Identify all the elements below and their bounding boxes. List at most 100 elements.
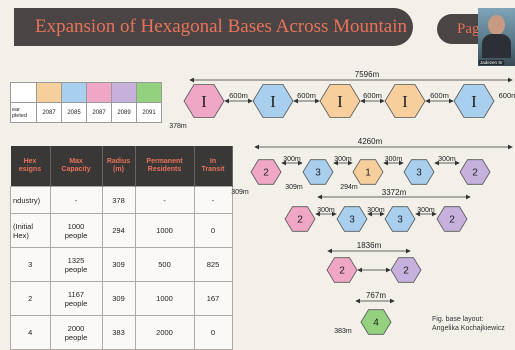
completion-year-table: ear pleted 2087 2085 2087 2089 2091 xyxy=(10,82,162,123)
table-cell: 2 xyxy=(10,281,51,316)
table-cell: (Initial Hex) xyxy=(10,213,51,248)
color-swatch-2 xyxy=(61,82,87,103)
row2-hex-1-label: 2 xyxy=(263,168,269,179)
figure-caption: Fig. base layout: Angelika Kochajkiewicz xyxy=(432,315,505,333)
webcam-person-body xyxy=(482,34,511,58)
row3-hex-1-label: 2 xyxy=(297,215,303,226)
table-row: 3 1325 people 309 500 825 xyxy=(10,247,233,282)
row3-hex-4-label: 2 xyxy=(449,215,455,226)
table-cell: 0 xyxy=(193,213,233,248)
row5-hex-1-label: 4 xyxy=(373,318,379,329)
row2-gap-label: 300m xyxy=(385,156,403,163)
industry-hex-3 xyxy=(319,84,361,118)
year-cell: 2091 xyxy=(136,102,162,123)
table-cell: 309 xyxy=(101,281,136,316)
title-banner: Expansion of Hexagonal Bases Across Moun… xyxy=(14,8,413,46)
col-header-residents: Permanent Residents xyxy=(135,146,195,187)
row1-gap-label: 600m xyxy=(430,91,449,100)
table-cell: 309 xyxy=(101,247,136,282)
webcam-person-head xyxy=(488,15,505,35)
row3-hex-3-label: 3 xyxy=(397,215,403,226)
dim-378-label: 378m xyxy=(169,123,187,130)
caption-line-2: Angelika Kochajkiewicz xyxy=(432,325,505,332)
industry-hex-1 xyxy=(183,84,225,118)
page-tab-label: Pag xyxy=(457,20,480,37)
table-cell: 500 xyxy=(134,247,195,282)
table-cell: ndustry) xyxy=(10,186,51,214)
table-cell: 825 xyxy=(193,247,233,282)
row1-gap-label: 600m xyxy=(363,91,382,100)
webcam-name: Jadezen Sr xyxy=(479,60,504,65)
row3-hex-4 xyxy=(436,206,468,232)
dim-309-label: 309m xyxy=(231,189,249,196)
dim-767-label: 767m xyxy=(366,291,386,300)
industry-hex-4 xyxy=(384,84,426,118)
row3-gap-label: 300m xyxy=(317,207,335,214)
industry-hex-5-label: I xyxy=(471,92,477,111)
table-row: (Initial Hex) 1000 people 294 1000 0 xyxy=(10,213,233,248)
row5-hex-1 xyxy=(360,309,392,335)
row4-hex-1-label: 2 xyxy=(339,266,345,277)
table-cell: - xyxy=(193,186,233,214)
table-cell: 378 xyxy=(101,186,136,214)
row2-hex-1 xyxy=(250,159,282,185)
dim-383-label: 383m xyxy=(334,328,352,335)
table-cell: 1000 people xyxy=(49,213,103,248)
dim-3372-label: 3372m xyxy=(382,188,407,197)
row3-hex-1 xyxy=(284,206,316,232)
year-row-label: ear pleted xyxy=(10,102,37,123)
row4-hex-1 xyxy=(326,257,358,283)
row1-gap-label: 600m xyxy=(499,91,515,100)
row2-under-gap-label: 309m xyxy=(285,184,303,191)
industry-hex-2 xyxy=(252,84,294,118)
caption-line-1: Fig. base layout: xyxy=(432,316,484,323)
table-cell: 167 xyxy=(193,281,233,316)
industry-hex-5 xyxy=(453,84,495,118)
hex-design-table: Hex esigns Max Capacity Radius (m) Perma… xyxy=(10,146,233,350)
year-cell: 2087 xyxy=(36,102,62,123)
dim-4260-label: 4260m xyxy=(358,137,383,146)
row2-gap-label: 300m xyxy=(283,156,301,163)
industry-hex-3-label: I xyxy=(337,92,343,111)
row3-hex-2 xyxy=(336,206,368,232)
col-header-transit: In Transit xyxy=(194,146,233,187)
industry-hex-4-label: I xyxy=(402,92,408,111)
row2-hex-5-label: 2 xyxy=(472,168,478,179)
dim-294-label: 294m xyxy=(340,184,358,191)
row3-hex-2-label: 3 xyxy=(349,215,355,226)
row2-hex-4 xyxy=(403,159,435,185)
dim-7596-label: 7596m xyxy=(355,70,380,79)
hex-layout-diagram: I I I I I 7596m 600m 600m 600m 600m 600m 378m 2 3 1 3 2 4… xyxy=(169,70,515,335)
dim-1836-label: 1836m xyxy=(357,241,382,250)
row3-gap-label: 300m xyxy=(367,207,385,214)
row2-hex-3-label: 1 xyxy=(365,168,371,179)
color-swatch-3 xyxy=(86,82,112,103)
table-cell: 1167 people xyxy=(49,281,103,316)
industry-hex-1-label: I xyxy=(201,92,207,111)
row2-hex-4-label: 3 xyxy=(416,168,422,179)
row4-hex-2 xyxy=(390,257,422,283)
row2-hex-5 xyxy=(459,159,491,185)
row1-gap-label: 600m xyxy=(297,91,316,100)
row2-hex-3 xyxy=(352,159,384,185)
table-cell: 3 xyxy=(10,247,51,282)
year-cell: 2085 xyxy=(61,102,87,123)
row2-hex-2-label: 3 xyxy=(315,168,321,179)
row2-gap-label: 300m xyxy=(438,156,456,163)
year-row: ear pleted 2087 2085 2087 2089 2091 xyxy=(10,102,162,123)
slide-title: Expansion of Hexagonal Bases Across Moun… xyxy=(35,16,408,37)
col-header-capacity: Max Capacity xyxy=(50,146,103,187)
row1-gap-label: 600m xyxy=(229,91,248,100)
industry-hex-2-label: I xyxy=(270,92,276,111)
table-cell: 1000 xyxy=(134,213,195,248)
row4-hex-2-label: 2 xyxy=(403,266,409,277)
row3-gap-label: 300m xyxy=(417,207,435,214)
row2-gap-label: 300m xyxy=(334,156,352,163)
row3-hex-3 xyxy=(384,206,416,232)
row2-hex-2 xyxy=(302,159,334,185)
hex-table-header: Hex esigns Max Capacity Radius (m) Perma… xyxy=(10,146,233,187)
table-row: 2 1167 people 309 1000 167 xyxy=(10,281,233,316)
col-header-hex: Hex esigns xyxy=(10,146,51,187)
webcam-thumbnail[interactable]: Jadezen Sr xyxy=(478,8,515,66)
col-header-radius: Radius (m) xyxy=(102,146,136,187)
